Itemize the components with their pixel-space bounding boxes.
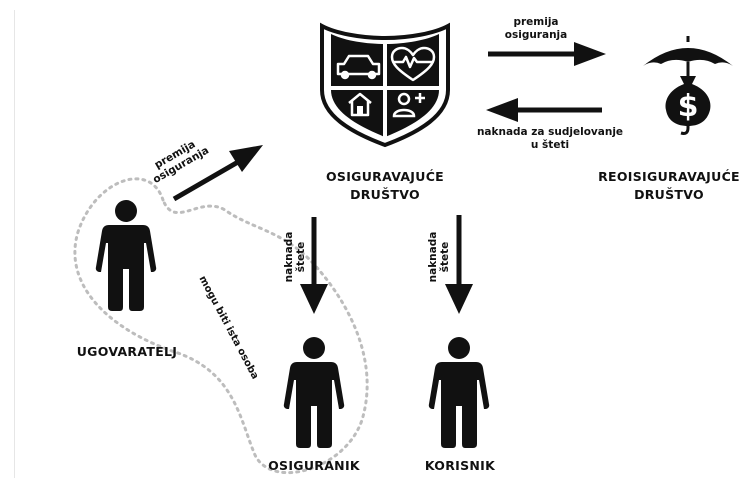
claims-share-label: naknada za sudjelovanje u šteti — [476, 126, 624, 151]
insurer-label: OSIGURAVAJUĆE DRUŠTVO — [325, 169, 445, 202]
person-icon — [95, 200, 157, 311]
arrow-premium-from-policyholder — [172, 145, 263, 202]
svg-text:$: $ — [678, 89, 699, 124]
add-user-icon — [392, 92, 425, 118]
arrow-premium-to-reinsurer — [488, 42, 606, 66]
reinsurer-label: REOISIGURAVAJUĆE DRUŠTVO — [598, 169, 740, 202]
person-icon — [428, 337, 490, 448]
person-icon — [283, 337, 345, 448]
arrow-claim-to-insured — [300, 217, 328, 314]
house-icon — [348, 92, 372, 117]
claim-to-beneficiary-label: naknada štete — [427, 231, 451, 283]
insured-label: OSIGURANIK — [268, 458, 360, 473]
arrow-claims-share-to-insurer — [486, 98, 602, 122]
car-icon — [336, 54, 381, 80]
shield-icon — [320, 22, 450, 148]
claim-to-insured-label: naknada štete — [283, 231, 307, 283]
left-border-line — [14, 10, 15, 478]
beneficiary-label: KORISNIK — [424, 458, 496, 473]
umbrella-money-bag-icon: $ — [643, 36, 733, 135]
heart-icon — [390, 46, 436, 82]
policyholder-label: UGOVARATELJ — [76, 344, 178, 359]
same-person-dotted-outline — [73, 177, 369, 474]
arrow-claim-to-beneficiary — [445, 215, 473, 314]
premium-to-reinsurer-label: premija osiguranja — [504, 16, 568, 41]
